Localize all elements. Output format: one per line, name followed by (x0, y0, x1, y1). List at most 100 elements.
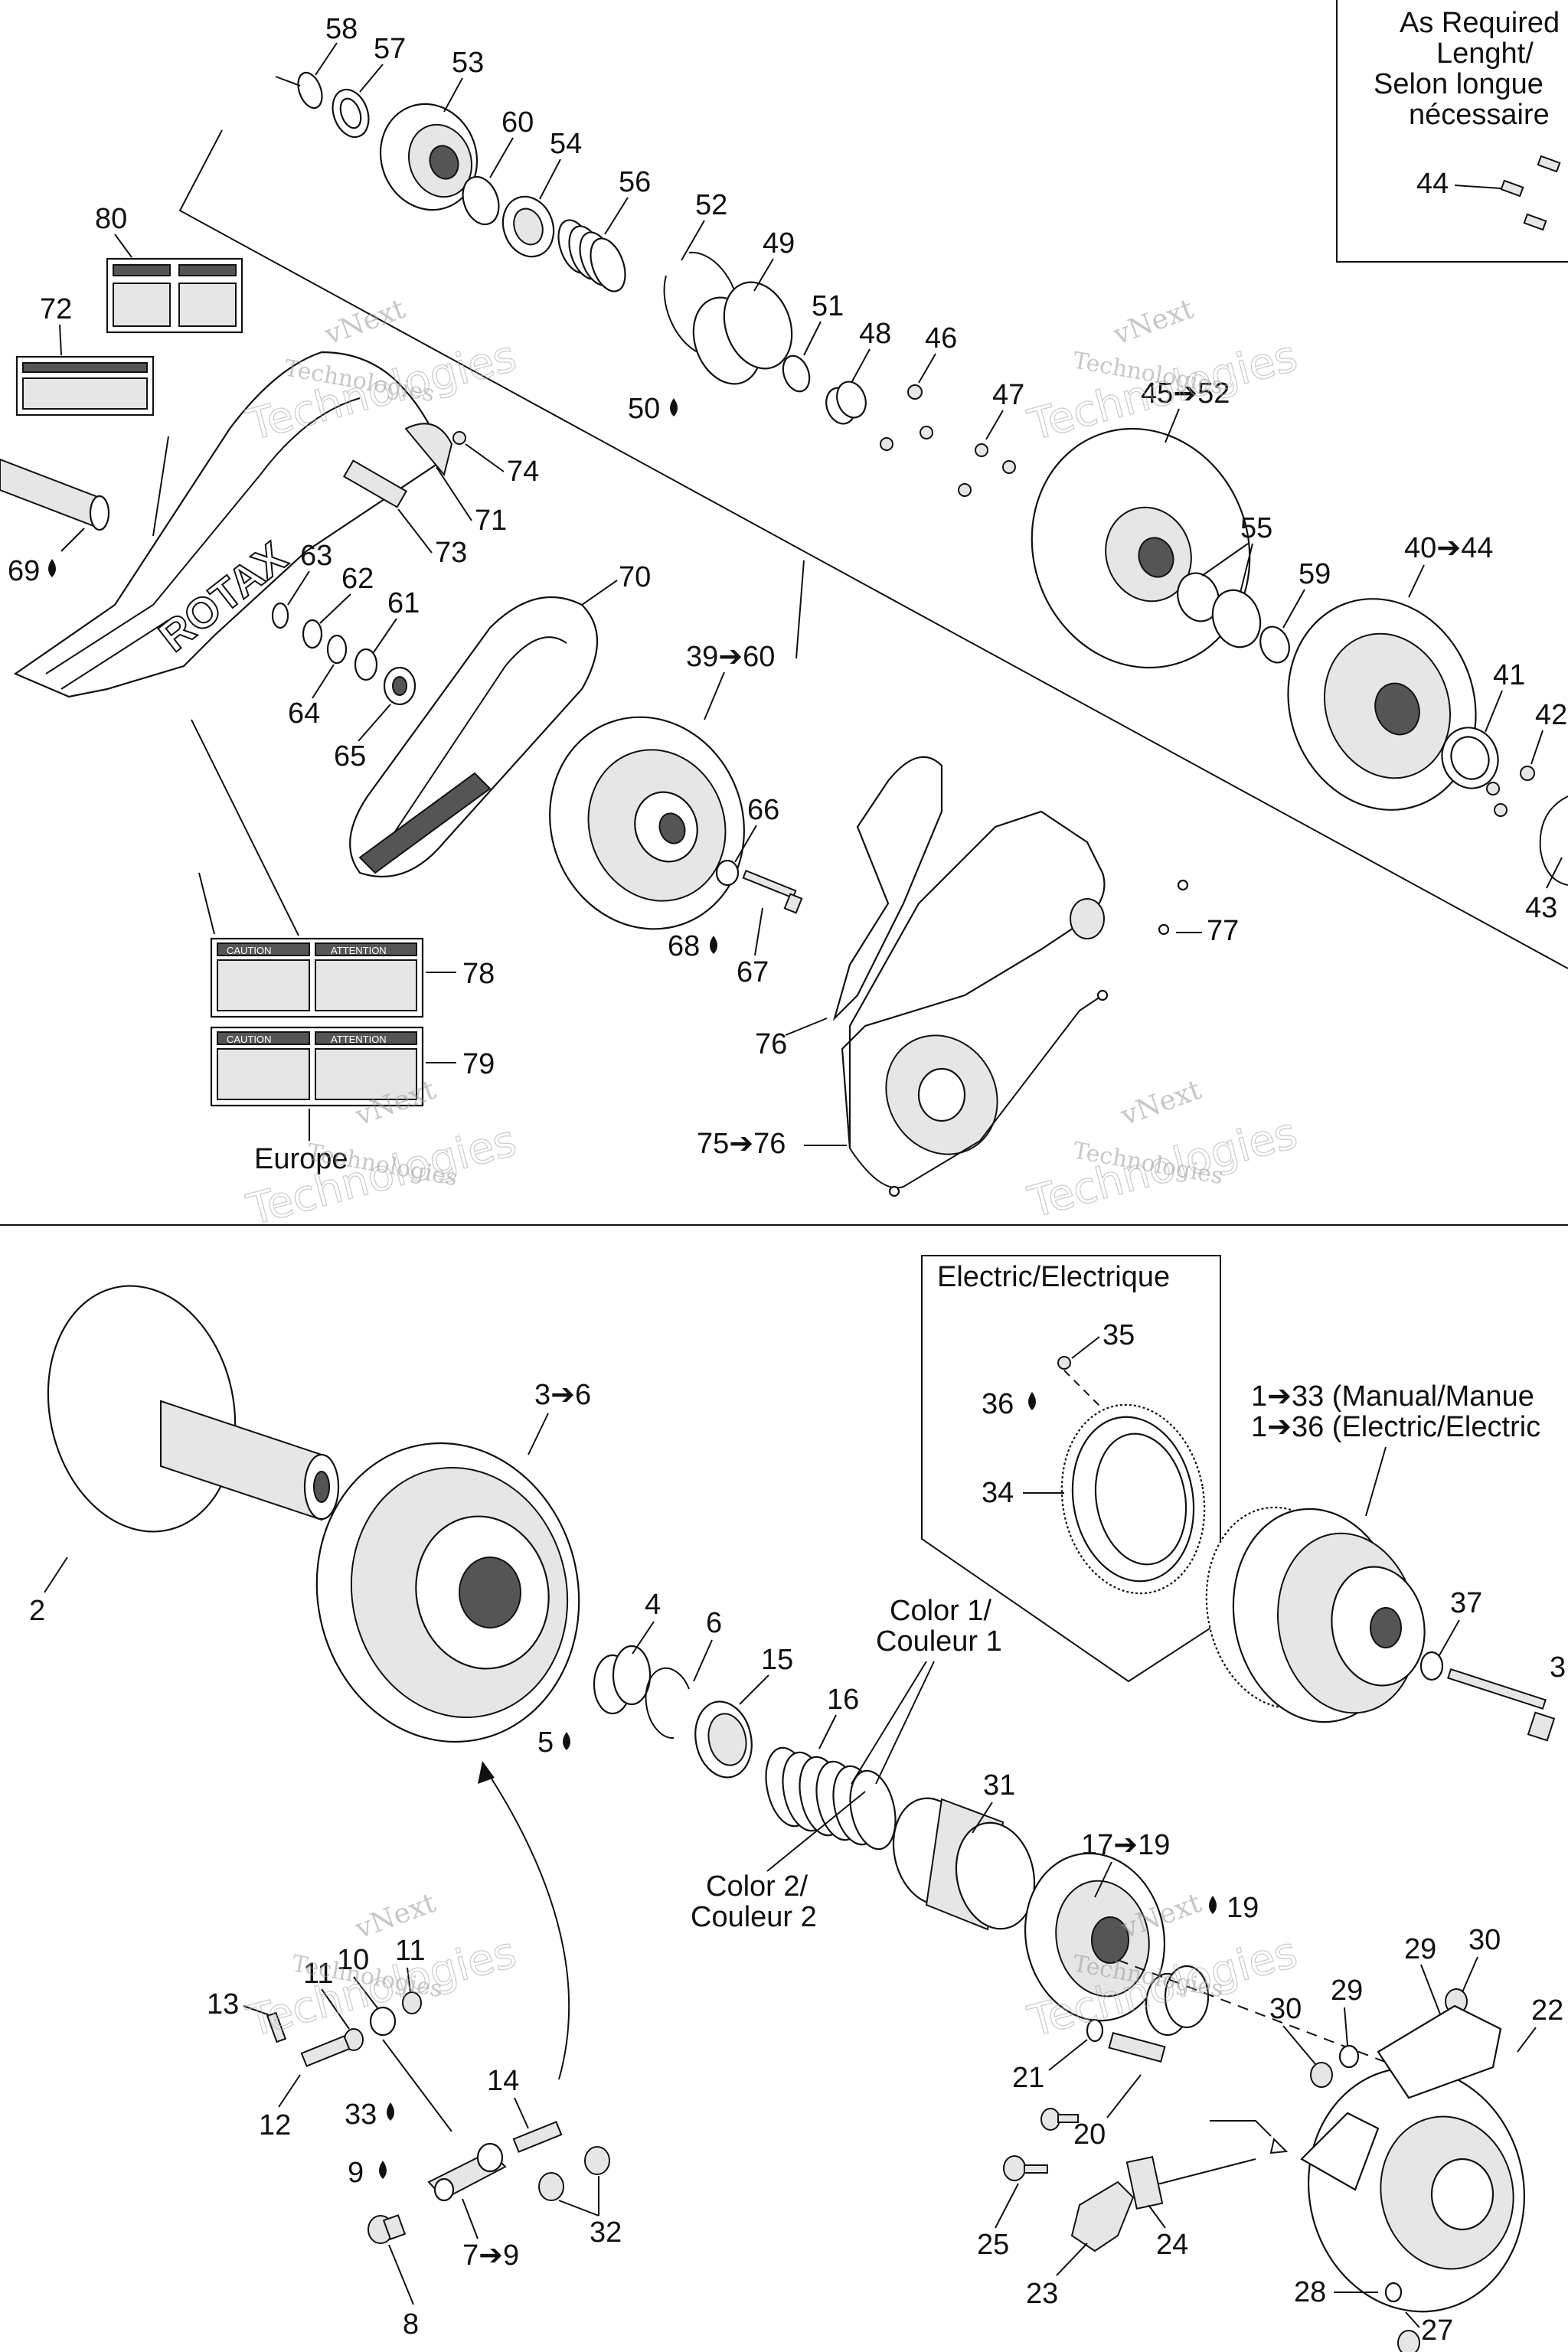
callout-46: 46 (925, 322, 957, 354)
decal-79-caution: CAUTION (227, 1034, 272, 1045)
callout-61: 61 (387, 587, 420, 619)
washer-61 (354, 648, 378, 681)
color1-line1: Color 1/ (890, 1595, 991, 1627)
callout-74: 74 (507, 456, 539, 488)
fixed-sheave-2 (47, 1285, 340, 1533)
callout-24: 24 (1156, 2229, 1188, 2261)
ring-gear-34 (1060, 1403, 1206, 1595)
watermark-big: Technologies (242, 1116, 521, 1236)
callout-11-b: 11 (395, 1935, 425, 1967)
bushing-49 (692, 281, 793, 385)
callout-54: 54 (550, 128, 582, 160)
shaft-69 (0, 458, 110, 531)
callout-79: 79 (462, 1048, 495, 1080)
callout-13: 13 (207, 1988, 239, 2020)
decal-80 (106, 257, 243, 334)
callout-73: 73 (435, 537, 467, 569)
callout-55: 55 (1240, 512, 1272, 544)
screws-32 (538, 2146, 610, 2201)
screw-47 (958, 443, 1016, 497)
callout-31: 31 (983, 1769, 1015, 1802)
callout-2: 2 (29, 1595, 45, 1627)
nut-77d (888, 1185, 900, 1197)
screw-13 (266, 2011, 287, 2043)
callout-23: 23 (1026, 2278, 1058, 2310)
nut-77a (1096, 989, 1109, 1001)
callout-51: 51 (812, 290, 844, 322)
callout-21: 21 (1012, 2062, 1044, 2094)
callout-41: 41 (1493, 659, 1525, 691)
europe-label: Europe (254, 1143, 348, 1175)
callout-30-b: 30 (1269, 1993, 1302, 2025)
nut-42 (1520, 766, 1535, 781)
arrow-head-left (478, 1761, 495, 1784)
callout-67: 67 (737, 956, 769, 988)
bracket-71 (404, 423, 453, 477)
screw-46 (880, 384, 933, 451)
spring-16 (765, 1746, 897, 1851)
leader-44 (1454, 185, 1501, 189)
callout-63: 63 (300, 540, 332, 572)
axis-line (1117, 1959, 1440, 2083)
pulley-assembly-electric (1205, 1506, 1426, 1723)
nut-77b (1177, 879, 1189, 891)
movable-sheave-3-6 (315, 1442, 580, 1743)
arrow-line-2 (1148, 2158, 1256, 2187)
pin-14 (512, 2121, 563, 2153)
assembly-label-manual: 1➔33 (Manual/Manue (1251, 1380, 1534, 1413)
drop-icon (379, 2161, 387, 2179)
callout-72: 72 (40, 293, 72, 325)
callout-57: 57 (374, 33, 406, 65)
drive-pulley-39-60 (549, 716, 745, 930)
drop-icon (1209, 1896, 1217, 1914)
callout-30-a: 30 (1468, 1924, 1501, 1956)
decal-78-caution: CAUTION (227, 945, 272, 956)
callout-28: 28 (1294, 2276, 1326, 2308)
callout-43: 43 (1525, 892, 1557, 924)
note-box-title-1: As Required (1400, 7, 1560, 39)
callout-3: 3 (1550, 1651, 1566, 1684)
callout-3-6: 3➔6 (534, 1379, 591, 1411)
pin-12 (300, 2035, 351, 2067)
washer-55a (1177, 572, 1220, 622)
governor-cup-22 (1300, 2004, 1526, 2313)
drop-icon (387, 2102, 394, 2121)
washer-66 (715, 859, 740, 887)
callout-35: 35 (1102, 1319, 1135, 1351)
callout-14: 14 (487, 2065, 519, 2097)
ring-60 (462, 175, 500, 226)
callout-53: 53 (452, 47, 484, 79)
callout-8: 8 (403, 2308, 419, 2341)
callout-12: 12 (259, 2109, 291, 2141)
decal-79 (210, 1026, 424, 1107)
callout-32: 32 (590, 2216, 622, 2249)
ring-58 (297, 71, 323, 109)
callout-80: 80 (95, 203, 127, 235)
spider-17-19 (1024, 1852, 1166, 2022)
watermark-big: Technologies (1023, 1109, 1302, 1228)
drop-icon (48, 559, 56, 577)
washer-62 (302, 619, 323, 649)
arrow-head (1269, 2138, 1289, 2154)
color1-line2: Couleur 1 (876, 1625, 1002, 1658)
arm-7-9 (427, 2142, 507, 2202)
callout-65: 65 (334, 740, 366, 773)
callout-27: 27 (1421, 2314, 1453, 2347)
note-box-title-4: nécessaire (1409, 99, 1550, 131)
electric-box-title: Electric/Electrique (937, 1261, 1170, 1293)
callout-6: 6 (706, 1607, 722, 1639)
screw-25 (1003, 2108, 1079, 2181)
roller-8 (368, 2214, 407, 2244)
callout-49: 49 (763, 227, 795, 260)
decal-78 (210, 937, 424, 1018)
callout-4: 4 (645, 1589, 661, 1621)
callout-40-44: 40➔44 (1404, 532, 1493, 564)
watermark-vnext: vNext (1116, 1074, 1206, 1132)
callout-62: 62 (341, 563, 374, 595)
section-outline (178, 129, 1568, 969)
bushing-4 (593, 1645, 652, 1715)
drop-icon (1028, 1392, 1036, 1410)
callout-68: 68 (668, 930, 700, 962)
nut-77c (1158, 923, 1170, 936)
callout-77: 77 (1207, 915, 1239, 947)
